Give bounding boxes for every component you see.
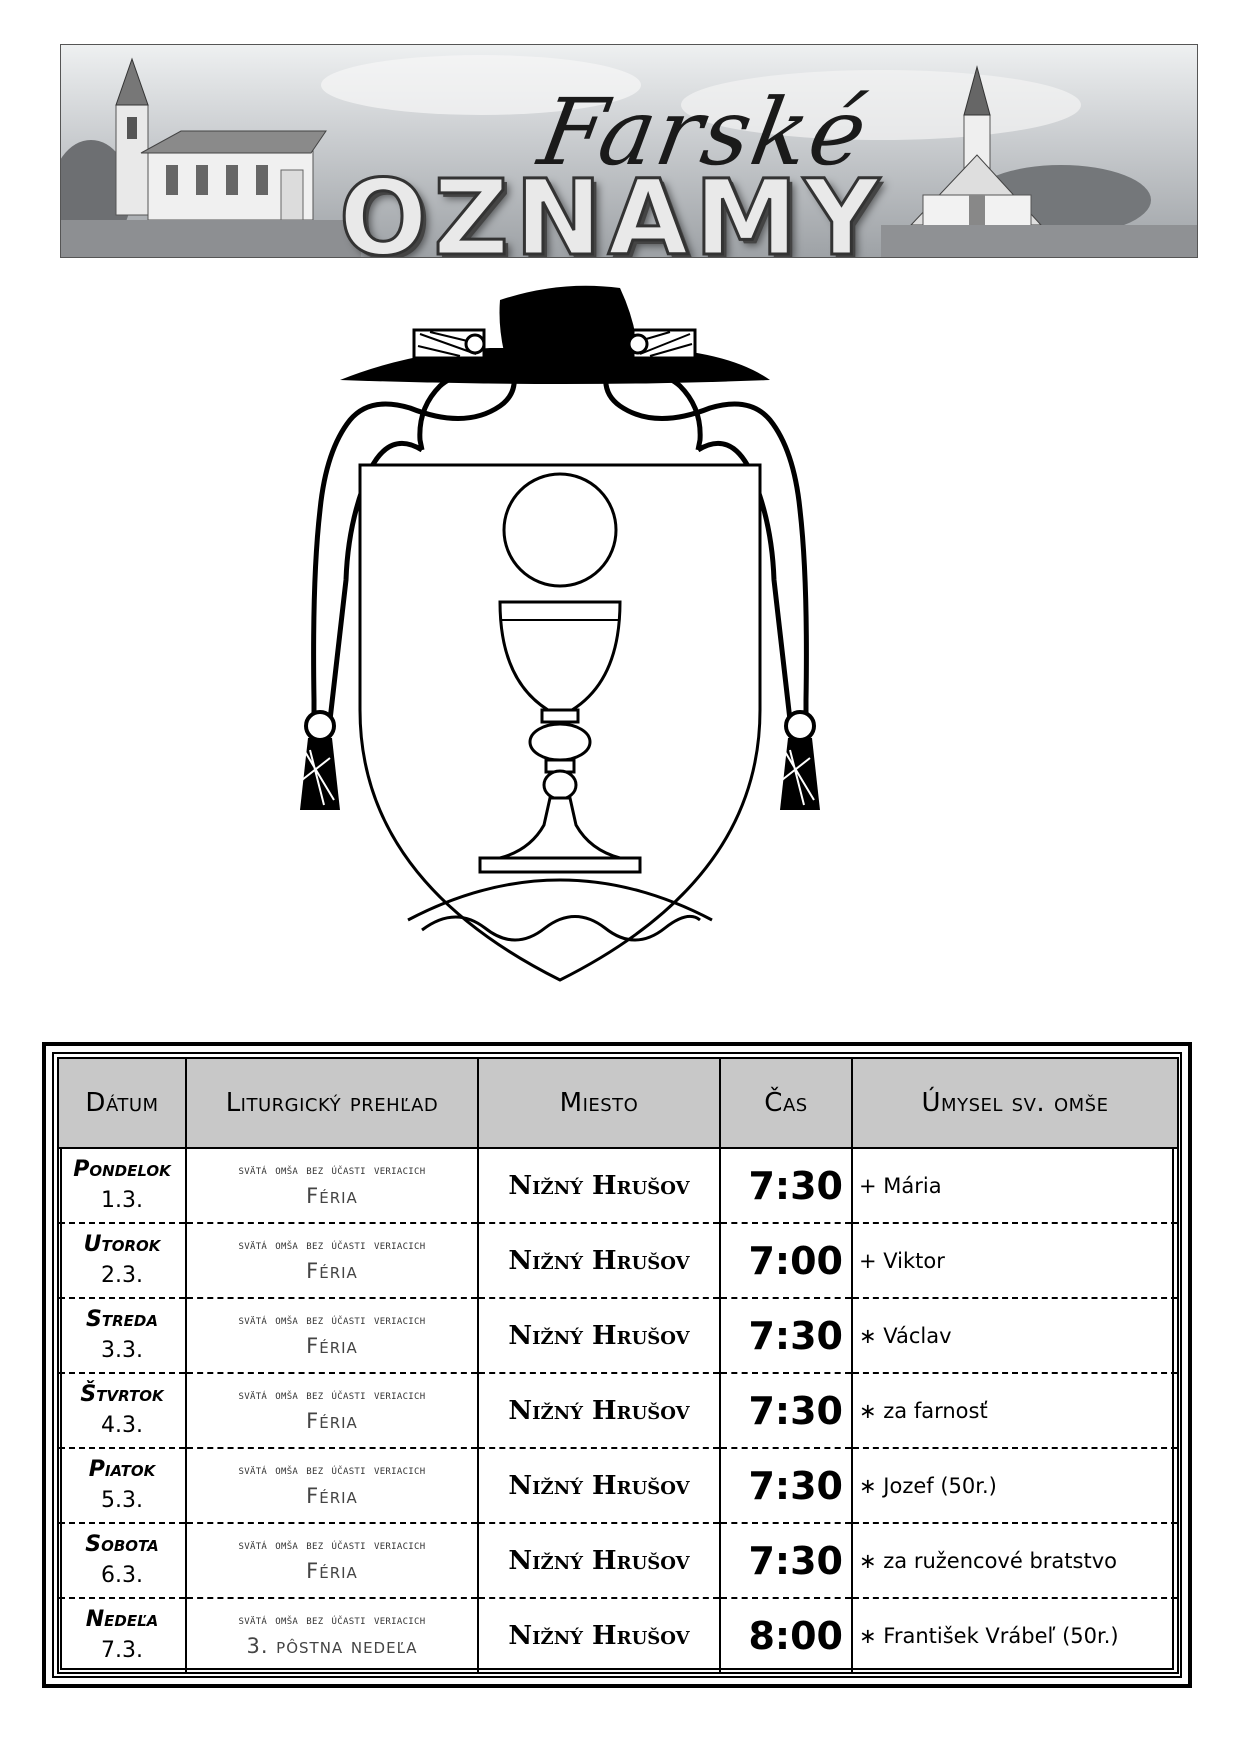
liturgy-note: svätá omša bez účasti veriacich (238, 1612, 426, 1628)
intention-cell: ∗ za farnosť (851, 1373, 1179, 1449)
intention-cell: ∗ za ružencové bratstvo (851, 1523, 1179, 1599)
date-cell: Piatok 5.3. (57, 1448, 187, 1524)
place-cell: Nižný Hrušov (477, 1598, 721, 1674)
liturgy-name: 3. pôstna nedeľa (246, 1633, 418, 1658)
day-name: Štvrtok (80, 1381, 164, 1407)
liturgy-name: Féria (306, 1333, 358, 1358)
time-cell: 7:30 (719, 1373, 853, 1449)
liturgy-name: Féria (306, 1558, 358, 1583)
place-cell: Nižný Hrušov (477, 1298, 721, 1374)
right-church-icon (881, 65, 1197, 257)
day-name: Pondelok (73, 1156, 171, 1182)
day-date: 3.3. (101, 1337, 143, 1363)
day-date: 4.3. (101, 1412, 143, 1438)
day-date: 7.3. (101, 1637, 143, 1663)
place-cell: Nižný Hrušov (477, 1373, 721, 1449)
mass-schedule-table: Dátum Liturgický prehľad Miesto Čas Úmys… (57, 1057, 1179, 1674)
table-row: Utorok 2.3. svätá omša bez účasti veriaci… (57, 1223, 1179, 1299)
header-time: Čas (719, 1057, 853, 1149)
table-row: Pondelok 1.3. svätá omša bez účasti veria… (57, 1148, 1179, 1224)
header-banner: Farské OZNAMY (60, 44, 1198, 258)
date-cell: Utorok 2.3. (57, 1223, 187, 1299)
liturgy-note: svätá omša bez účasti veriacich (238, 1537, 426, 1553)
day-date: 1.3. (101, 1187, 143, 1213)
day-date: 2.3. (101, 1262, 143, 1288)
day-name: Streda (86, 1306, 158, 1332)
day-date: 5.3. (101, 1487, 143, 1513)
time-cell: 7:30 (719, 1523, 853, 1599)
date-cell: Štvrtok 4.3. (57, 1373, 187, 1449)
intention-cell: ∗ Jozef (50r.) (851, 1448, 1179, 1524)
place-cell: Nižný Hrušov (477, 1223, 721, 1299)
time-cell: 7:30 (719, 1148, 853, 1224)
intention-cell: ∗ František Vrábeľ (50r.) (851, 1598, 1179, 1674)
table-row: Sobota 6.3. svätá omša bez účasti veriaci… (57, 1523, 1179, 1599)
liturgy-note: svätá omša bez účasti veriacich (238, 1162, 426, 1178)
day-name: Nedeľa (85, 1606, 159, 1632)
time-cell: 7:00 (719, 1223, 853, 1299)
tassel-right-icon (780, 710, 820, 810)
liturgy-name: Féria (306, 1483, 358, 1508)
liturgy-note: svätá omša bez účasti veriacich (238, 1387, 426, 1403)
intention-cell: + Viktor (851, 1223, 1179, 1299)
place-cell: Nižný Hrušov (477, 1523, 721, 1599)
place-cell: Nižný Hrušov (477, 1148, 721, 1224)
place-cell: Nižný Hrušov (477, 1448, 721, 1524)
time-cell: 8:00 (719, 1598, 853, 1674)
time-cell: 7:30 (719, 1298, 853, 1374)
date-cell: Sobota 6.3. (57, 1523, 187, 1599)
date-cell: Pondelok 1.3. (57, 1148, 187, 1224)
day-name: Piatok (88, 1456, 156, 1482)
day-name: Utorok (83, 1231, 161, 1257)
liturgy-note: svätá omša bez účasti veriacich (238, 1312, 426, 1328)
table-header-row: Dátum Liturgický prehľad Miesto Čas Úmys… (57, 1057, 1179, 1149)
header-liturgy: Liturgický prehľad (185, 1057, 479, 1149)
date-cell: Nedeľa 7.3. (57, 1598, 187, 1674)
bishop-coat-of-arms-chalice-host-icon (300, 285, 820, 982)
table-row: Štvrtok 4.3. svätá omša bez účasti veriac… (57, 1373, 1179, 1449)
churches-illustration (61, 55, 1197, 257)
table-row: Streda 3.3. svätá omša bez účasti veriaci… (57, 1298, 1179, 1374)
banner-main-title: OZNAMY (337, 156, 886, 258)
intention-cell: + Mária (851, 1148, 1179, 1224)
liturgy-cell: svätá omša bez účasti veriacich 3. pôstna… (185, 1598, 479, 1674)
header-intention: Úmysel sv. omše (851, 1057, 1179, 1149)
tassel-left-icon (300, 710, 340, 810)
liturgy-note: svätá omša bez účasti veriacich (238, 1237, 426, 1253)
left-church-icon (61, 57, 361, 257)
liturgy-name: Féria (306, 1258, 358, 1283)
liturgy-name: Féria (306, 1408, 358, 1433)
table-row: Piatok 5.3. svätá omša bez účasti veriaci… (57, 1448, 1179, 1524)
liturgy-name: Féria (306, 1183, 358, 1208)
time-cell: 7:30 (719, 1448, 853, 1524)
table-row: Nedeľa 7.3. svätá omša bez účasti veriaci… (57, 1598, 1179, 1674)
hat-cord-left-icon (412, 328, 486, 360)
header-place: Miesto (477, 1057, 721, 1149)
day-name: Sobota (85, 1531, 159, 1557)
day-date: 6.3. (101, 1562, 143, 1588)
intention-cell: ∗ Václav (851, 1298, 1179, 1374)
hat-cord-right-icon (627, 328, 697, 360)
header-date: Dátum (57, 1057, 187, 1149)
liturgy-note: svätá omša bez účasti veriacich (238, 1462, 426, 1478)
date-cell: Streda 3.3. (57, 1298, 187, 1374)
